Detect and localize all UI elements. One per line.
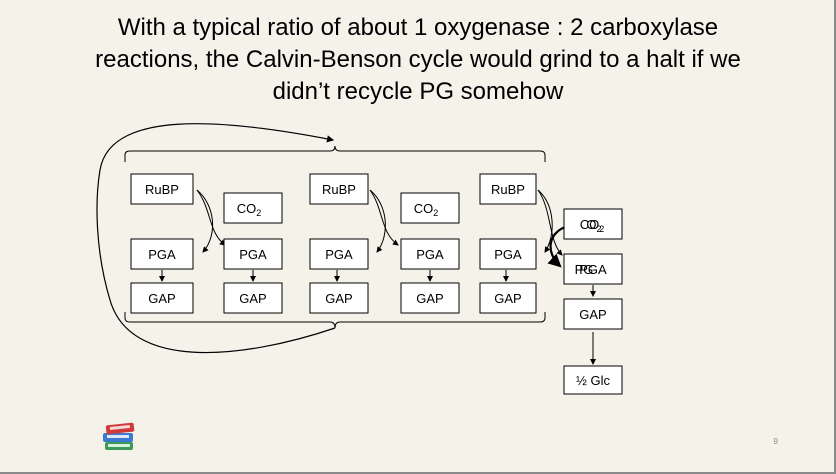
rubp3-to-pga5-arrow xyxy=(537,189,553,253)
page-number: 9 xyxy=(773,437,778,446)
rubp2-to-pga3-arrow xyxy=(369,189,386,253)
right-pga-label: PGA xyxy=(579,262,607,277)
bottom-brace xyxy=(124,312,546,329)
slide-title: With a typical ratio of about 1 oxygenas… xyxy=(40,12,796,108)
pga-label-1: PGA xyxy=(148,247,176,262)
right-co2-label: CO2 xyxy=(580,217,605,234)
gap-label-4: GAP xyxy=(416,291,443,306)
right-pg-label: PG xyxy=(575,262,594,277)
title-line-2: reactions, the Calvin-Benson cycle would… xyxy=(95,46,741,73)
gap-label-1: GAP xyxy=(148,291,175,306)
rubp3-to-pg-arrow xyxy=(537,189,563,256)
pga-label-3: PGA xyxy=(325,247,353,262)
rubp1-to-pga1-arrow xyxy=(196,189,226,246)
recycle-loop-arrow xyxy=(96,123,336,354)
gap-label-2: GAP xyxy=(239,291,266,306)
co2-label-2: CO2 xyxy=(414,201,439,218)
gap-label-5: GAP xyxy=(494,291,521,306)
title-line-1: With a typical ratio of about 1 oxygenas… xyxy=(117,14,719,41)
pga-label-5: PGA xyxy=(494,247,522,262)
boxes xyxy=(130,173,623,395)
gap-label-3: GAP xyxy=(325,291,352,306)
rubp-label-3: RuBP xyxy=(491,182,525,197)
pga-label-2: PGA xyxy=(239,247,267,262)
rubp-label-1: RuBP xyxy=(145,182,179,197)
top-brace xyxy=(124,145,546,162)
title-line-3: didn’t recycle PG somehow xyxy=(272,78,564,105)
half-glc-label: ½ Glc xyxy=(576,373,610,388)
co2-label-1: CO2 xyxy=(237,201,262,218)
right-o2-label: O2 xyxy=(586,217,601,234)
pga-label-4: PGA xyxy=(416,247,444,262)
rubp2-to-pga4-arrow xyxy=(369,189,399,246)
books-icon xyxy=(103,422,135,450)
right-gap-label: GAP xyxy=(579,307,606,322)
pga-gap-arrows xyxy=(159,270,596,365)
rubp-label-2: RuBP xyxy=(322,182,356,197)
rubp1-to-pga2-arrow xyxy=(196,189,214,253)
